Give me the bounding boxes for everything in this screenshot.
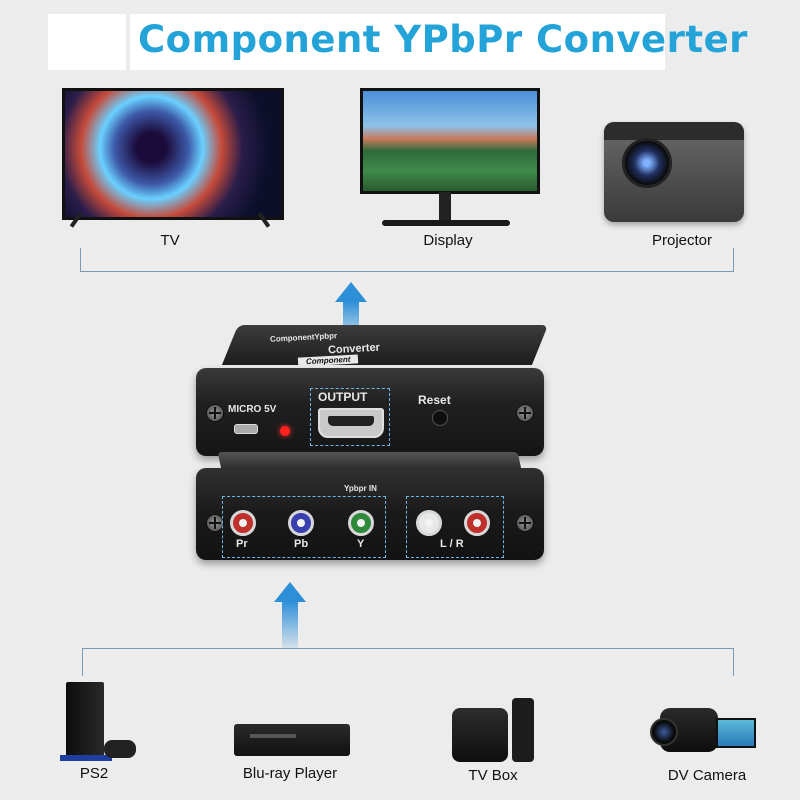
output-line-horizontal xyxy=(80,271,734,272)
device-top-face xyxy=(221,325,549,365)
screw-icon xyxy=(516,514,534,532)
gamepad-icon xyxy=(104,740,136,758)
display-base xyxy=(382,220,510,226)
page-title: Component YPbPr Converter xyxy=(138,18,748,61)
rca-audio-left-port[interactable] xyxy=(416,510,442,536)
title-background xyxy=(130,14,665,70)
screw-icon xyxy=(516,404,534,422)
input-label-bluray: Blu-ray Player xyxy=(242,765,338,782)
output-line-right xyxy=(733,248,734,272)
output-arrow-head xyxy=(335,282,367,302)
projector-lens xyxy=(622,138,672,188)
screw-icon xyxy=(206,404,224,422)
output-highlight-box xyxy=(310,388,390,446)
tv-box xyxy=(452,708,508,762)
ypbpr-highlight-box xyxy=(222,496,386,558)
reset-button[interactable] xyxy=(432,410,448,426)
micro-usb-port[interactable] xyxy=(234,424,258,434)
rca-audio-right-port[interactable] xyxy=(464,510,490,536)
input-line-horizontal xyxy=(82,648,734,649)
display-neck xyxy=(439,192,451,222)
output-label-display: Display xyxy=(423,232,473,249)
input-line-left xyxy=(82,648,83,676)
port-label-pr: Pr xyxy=(236,538,248,550)
port-label-pb: Pb xyxy=(294,538,309,550)
input-arrow-shaft xyxy=(282,601,298,649)
micro-usb-label: MICRO 5V xyxy=(228,404,277,415)
ps2-console xyxy=(66,682,104,758)
bluray-player xyxy=(234,724,350,756)
rca-pr-port[interactable] xyxy=(230,510,256,536)
port-label-lr: L / R xyxy=(440,538,464,550)
reset-label: Reset xyxy=(418,393,451,407)
title-white-patch xyxy=(48,14,126,70)
input-arrow-head xyxy=(274,582,306,602)
audio-highlight-box xyxy=(406,496,504,558)
hdmi-port-inner xyxy=(328,416,374,426)
port-label-y: Y xyxy=(357,538,365,550)
tv-screen xyxy=(62,88,284,220)
display-screen xyxy=(360,88,540,194)
bluray-disc-slot xyxy=(250,734,296,738)
rca-pb-port[interactable] xyxy=(288,510,314,536)
rca-y-port[interactable] xyxy=(348,510,374,536)
input-label-dvcamera: DV Camera xyxy=(667,767,747,784)
output-label: OUTPUT xyxy=(318,390,368,404)
output-label-tv: TV xyxy=(160,232,180,249)
output-label-projector: Projector xyxy=(651,232,713,249)
power-led-icon xyxy=(280,426,290,436)
camcorder-lens xyxy=(650,718,678,746)
ps2-stand xyxy=(60,755,112,761)
screw-icon xyxy=(206,514,224,532)
ypbpr-in-label: Ypbpr IN xyxy=(344,484,377,493)
camcorder-screen xyxy=(716,718,756,748)
output-line-left xyxy=(80,248,81,272)
remote-control-icon xyxy=(512,698,534,762)
projector-top xyxy=(604,122,744,140)
hdmi-output-port[interactable] xyxy=(318,408,384,438)
input-label-tvbox: TV Box xyxy=(468,767,518,784)
input-line-right xyxy=(733,648,734,676)
input-label-ps2: PS2 xyxy=(79,765,109,782)
